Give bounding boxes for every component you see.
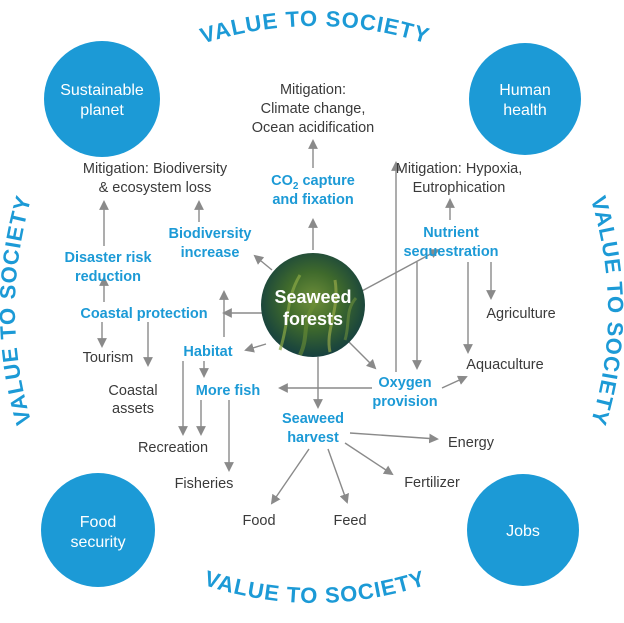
tourism-label: Tourism bbox=[83, 350, 134, 366]
sustainable-planet-line2: planet bbox=[80, 102, 124, 119]
biodiversity-line1: Biodiversity bbox=[169, 226, 252, 242]
coastal-assets-line2: assets bbox=[112, 401, 154, 417]
arrow-center-to-habitat bbox=[244, 343, 267, 353]
co2-fixation-label: and fixation bbox=[272, 192, 353, 208]
arrow-center-to-nutrient bbox=[359, 249, 440, 293]
coastal-assets-line1: Coastal bbox=[108, 383, 157, 399]
fertilizer-label: Fertilizer bbox=[404, 475, 460, 491]
food-security-line1: Food bbox=[80, 514, 116, 531]
coastal-protection-label: Coastal protection bbox=[80, 306, 207, 322]
arrow-harvest-to-food bbox=[270, 448, 310, 505]
human-health-line2: health bbox=[503, 102, 547, 119]
mitigation-biodiversity-line2: & ecosystem loss bbox=[99, 180, 212, 196]
corner-sustainable-planet: Sustainable planet bbox=[44, 41, 160, 157]
food-label: Food bbox=[242, 513, 275, 529]
arrow-harvest-to-feed bbox=[327, 448, 349, 504]
banner-top: VALUE TO SOCIETY bbox=[197, 6, 433, 49]
oxygen-line2: provision bbox=[372, 394, 437, 410]
center-line2: forests bbox=[283, 309, 343, 329]
arrows bbox=[97, 139, 496, 505]
harvest-line1: Seaweed bbox=[282, 411, 344, 427]
banner-left: VALUE TO SOCIETY bbox=[0, 192, 36, 427]
mitigation-biodiversity-line1: Mitigation: Biodiversity bbox=[83, 161, 228, 177]
arrow-oxygen-to-aquaculture bbox=[441, 375, 468, 389]
recreation-label: Recreation bbox=[138, 440, 208, 456]
aquaculture-label: Aquaculture bbox=[466, 357, 543, 373]
mitigation-climate-line1: Mitigation: bbox=[280, 82, 346, 98]
harvest-line2: harvest bbox=[287, 430, 339, 446]
sustainable-planet-line1: Sustainable bbox=[60, 82, 144, 99]
fisheries-label: Fisheries bbox=[175, 476, 234, 492]
seaweed-forests-hub: Seaweed forests bbox=[261, 253, 365, 357]
co2-capture-label: CO2 capture bbox=[271, 173, 355, 192]
center-line1: Seaweed bbox=[274, 287, 351, 307]
mitigation-hypoxia-line2: Eutrophication bbox=[413, 180, 506, 196]
corner-jobs: Jobs bbox=[467, 474, 579, 586]
corner-human-health: Human health bbox=[469, 43, 581, 155]
arrow-center-to-biodiversity bbox=[253, 254, 273, 271]
arrow-harvest-to-energy bbox=[349, 432, 439, 444]
energy-label: Energy bbox=[448, 435, 495, 451]
human-health-line1: Human bbox=[499, 82, 551, 99]
food-security-line2: security bbox=[70, 534, 125, 551]
biodiversity-line2: increase bbox=[181, 245, 240, 261]
nutrient-line2: sequestration bbox=[403, 244, 498, 260]
banner-right: VALUE TO SOCIETY bbox=[586, 193, 624, 429]
arrow-center-to-oxygen bbox=[347, 340, 377, 370]
jobs-line1: Jobs bbox=[506, 523, 540, 540]
agriculture-label: Agriculture bbox=[486, 306, 555, 322]
feed-label: Feed bbox=[333, 513, 366, 529]
oxygen-line1: Oxygen bbox=[378, 375, 431, 391]
disaster-line1: Disaster risk bbox=[64, 250, 152, 266]
nutrient-line1: Nutrient bbox=[423, 225, 479, 241]
mitigation-climate-line2: Climate change, bbox=[261, 101, 366, 117]
corner-food-security: Food security bbox=[41, 473, 155, 587]
disaster-line2: reduction bbox=[75, 269, 141, 285]
more-fish-label: More fish bbox=[196, 383, 260, 399]
banner-bottom: VALUE TO SOCIETY bbox=[202, 565, 429, 608]
habitat-label: Habitat bbox=[183, 344, 232, 360]
mitigation-climate-line3: Ocean acidification bbox=[252, 120, 375, 136]
mitigation-hypoxia-line1: Mitigation: Hypoxia, bbox=[396, 161, 523, 177]
arrow-harvest-to-fertilizer bbox=[344, 442, 394, 476]
